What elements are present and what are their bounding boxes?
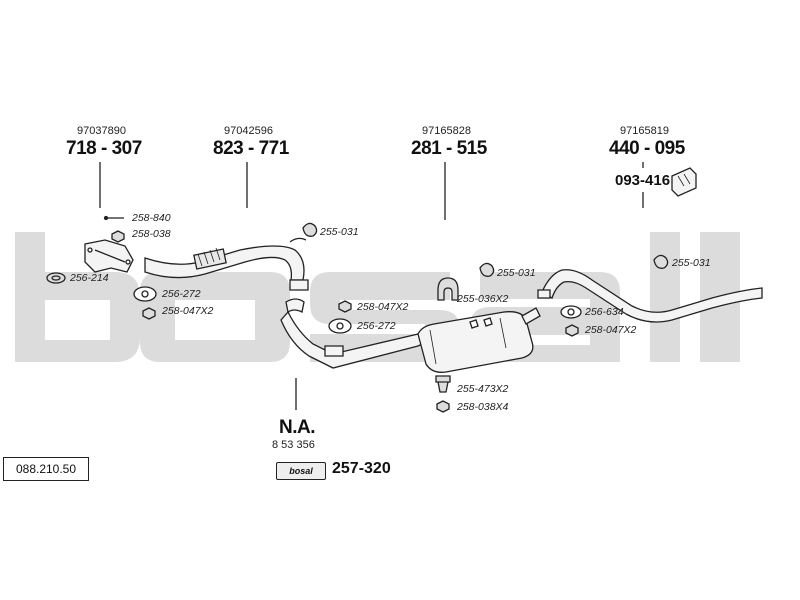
group-code-2: 823 - 771 [213,138,289,159]
part-258-038-nut-c [436,400,450,413]
part-258-047-nut [142,307,156,320]
part-label: 256-272 [357,320,396,332]
group-code-3: 281 - 515 [411,138,487,159]
part-label: 255-031 [672,257,711,269]
group-ref-3: 97165828 [422,125,471,137]
part-255-031-c [653,254,669,269]
part-255-031-b [479,262,495,277]
part-label: 255-031 [497,267,536,279]
front-pipe-718-307 [84,239,134,273]
na-ref: 8 53 356 [272,439,315,451]
part-256-272-gasket [133,286,157,302]
part-255-473-mount [435,375,451,393]
part-256-634-gasket [560,305,582,319]
group-ref-4: 97165819 [620,125,669,137]
part-258-047-nut-c [565,324,579,337]
group-ref-2: 97042596 [224,125,273,137]
part-label: 258-038 [132,228,171,240]
part-label: 256-634 [585,306,624,318]
part-label: 256-272 [162,288,201,300]
group-code-4: 440 - 095 [609,138,685,159]
part-label: 255-031 [320,226,359,238]
part-label: 258-047X2 [357,301,409,313]
part-255-036-hanger [437,277,459,301]
center-pipe-281-515 [280,307,541,373]
group-ref-1: 97037890 [77,125,126,137]
mounting-kit-code: 257-320 [332,460,391,477]
secondary-code: 093-416 [615,172,671,189]
part-label: 255-036X2 [457,293,509,305]
part-093-416 [671,167,697,197]
part-label: 256-214 [70,272,109,284]
part-255-031-a [302,222,318,237]
flex-pipe-823-771 [144,245,309,291]
diagram-id: 088.210.50 [3,457,89,481]
part-256-214-ring [46,272,66,284]
part-258-047-nut-b [338,300,352,313]
bosal-kit-badge: bosal [276,462,326,480]
part-label: 258-840 [132,212,171,224]
part-label: 258-047X2 [162,305,214,317]
part-258-840-bolt [103,215,124,221]
na-label: N.A. [279,417,316,438]
part-256-272-gasket-b [328,318,352,334]
rear-pipe-440-095 [537,269,763,323]
part-label: 258-038X4 [457,401,509,413]
group-code-1: 718 - 307 [66,138,142,159]
part-258-038-nut [111,230,125,243]
part-label: 255-473X2 [457,383,509,395]
part-label: 258-047X2 [585,324,637,336]
